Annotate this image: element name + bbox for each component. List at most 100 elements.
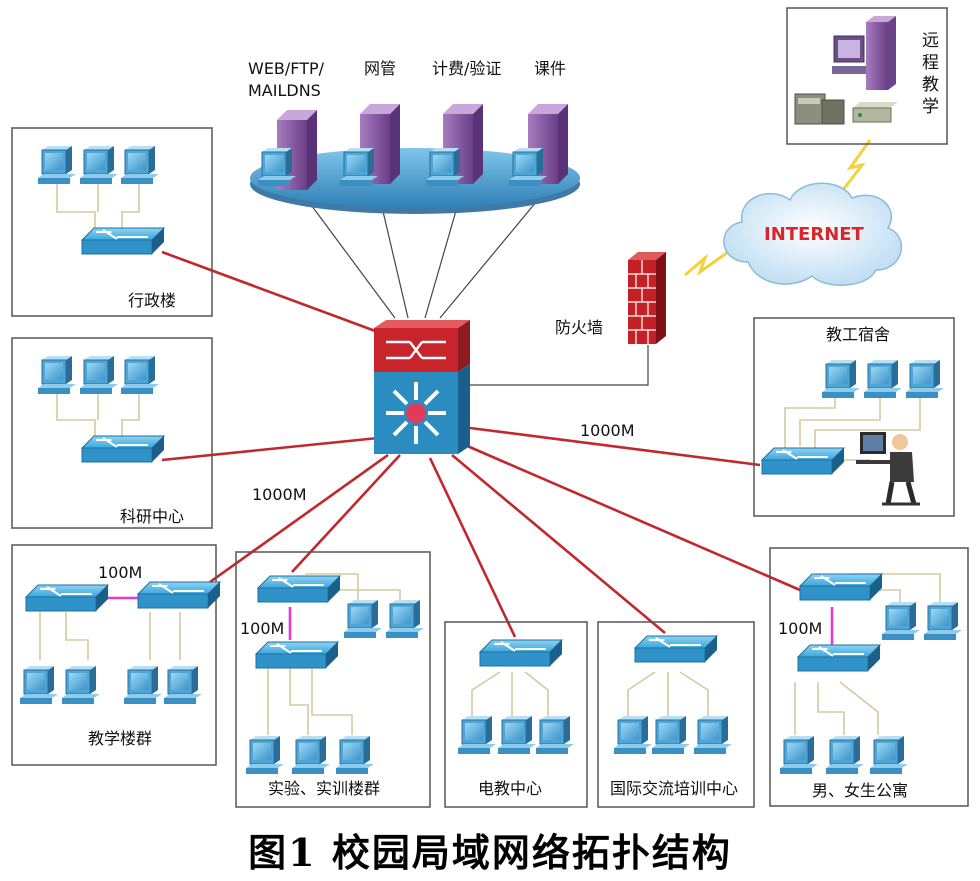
computer-icon [386, 600, 424, 638]
computer-icon [458, 716, 496, 754]
computer-icon [614, 716, 652, 754]
links [161, 139, 872, 638]
link-staff [469, 426, 761, 467]
user-icon [856, 432, 920, 506]
label-staff: 教工宿舍 [826, 325, 890, 344]
computer-icon [906, 360, 944, 398]
cloud-icon [723, 182, 903, 286]
box-research [11, 337, 213, 529]
link-firewall [468, 345, 649, 386]
server-icon [866, 16, 896, 90]
computer-icon [20, 666, 58, 704]
box-teaching [11, 544, 217, 766]
box-e-teaching [444, 621, 588, 808]
box-lab [235, 551, 431, 808]
computer-icon [121, 146, 159, 184]
switch-icon [80, 227, 166, 255]
link-research [161, 436, 379, 462]
firewall-icon [628, 252, 666, 344]
switch-icon [760, 447, 846, 475]
label-speed-gig-right: 1000M [580, 421, 635, 440]
computer-icon [121, 356, 159, 394]
label-server-web: WEB/FTP/ [248, 59, 325, 78]
computer-icon [694, 716, 732, 754]
switch-icon [478, 639, 564, 667]
computer-icon [822, 360, 860, 398]
computer-icon [509, 148, 547, 186]
computer-icon [164, 666, 202, 704]
switch-icon [796, 644, 882, 672]
link-intl [451, 454, 666, 634]
box-intl [597, 621, 755, 808]
label-e-teaching: 电教中心 [478, 779, 542, 798]
computer-icon [498, 716, 536, 754]
computer-icon [336, 736, 374, 774]
computer-icon [340, 148, 378, 186]
computer-icon [80, 356, 118, 394]
switch-icon [256, 575, 342, 603]
computer-icon [864, 360, 902, 398]
computer-icon [80, 146, 118, 184]
label-teaching: 教学楼群 [88, 729, 152, 748]
box-remote [786, 7, 948, 145]
label-dorm: 男、女生公寓 [812, 781, 908, 800]
computer-icon [832, 35, 866, 74]
switch-icon [798, 573, 884, 601]
building-boxes [11, 7, 969, 808]
computer-icon [870, 736, 908, 774]
computer-icon [344, 600, 382, 638]
link-dorm [464, 443, 801, 592]
link-teaching [209, 453, 389, 584]
internal-wiring [39, 182, 941, 735]
computer-icon [924, 602, 962, 640]
label-research: 科研中心 [120, 507, 184, 526]
label-admin: 行政楼 [128, 291, 176, 310]
computer-icon [652, 716, 690, 754]
computer-icon [38, 146, 76, 184]
label-speed-teaching: 100M [98, 563, 142, 582]
label-server-billing: 计费/验证 [432, 59, 501, 78]
box-admin [11, 127, 213, 317]
computer-icon [426, 148, 464, 186]
link-admin [161, 250, 379, 334]
label-internet: INTERNET [764, 224, 865, 245]
computer-icon [536, 716, 574, 754]
label-server-web-2: MAILDNS [248, 81, 321, 100]
switch-icon [24, 584, 110, 612]
server-icon [794, 93, 845, 125]
box-dorm [769, 547, 969, 807]
computer-icon [38, 356, 76, 394]
switch-icon [80, 435, 166, 463]
label-server-courseware: 课件 [534, 59, 566, 78]
figure-caption: 图1 校园局域网络拓扑结构 [248, 830, 732, 875]
label-lab: 实验、实训楼群 [268, 779, 380, 798]
link-server-web [299, 189, 396, 319]
computer-icon [246, 736, 284, 774]
switch-icon [633, 635, 719, 663]
label-remote: 远程教学 [922, 31, 939, 117]
labels: WEB/FTP/ MAILDNS 网管 计费/验证 课件 防火墙 INTERNE… [88, 59, 908, 800]
computer-icon [258, 148, 296, 186]
box-staff [753, 317, 955, 517]
devices [20, 104, 962, 774]
label-intl: 国际交流培训中心 [610, 779, 738, 798]
label-firewall: 防火墙 [555, 318, 603, 337]
lightning-icon [841, 139, 872, 191]
remote-devices [794, 16, 898, 125]
switch-icon [136, 581, 222, 609]
computer-icon [124, 666, 162, 704]
computer-icon [882, 602, 920, 640]
link-server-courseware [439, 189, 547, 319]
label-server-netmgmt: 网管 [364, 59, 396, 78]
server-platform [250, 148, 580, 214]
computer-icon [292, 736, 330, 774]
switch-icon [254, 641, 340, 669]
computer-icon [826, 736, 864, 774]
label-remote-text: 远程教学 [922, 31, 939, 117]
core-switch-icon [374, 320, 470, 454]
label-speed-gig-left: 1000M [252, 485, 307, 504]
label-speed-lab: 100M [240, 619, 284, 638]
computer-icon [780, 736, 818, 774]
link-e-teaching [428, 457, 517, 638]
